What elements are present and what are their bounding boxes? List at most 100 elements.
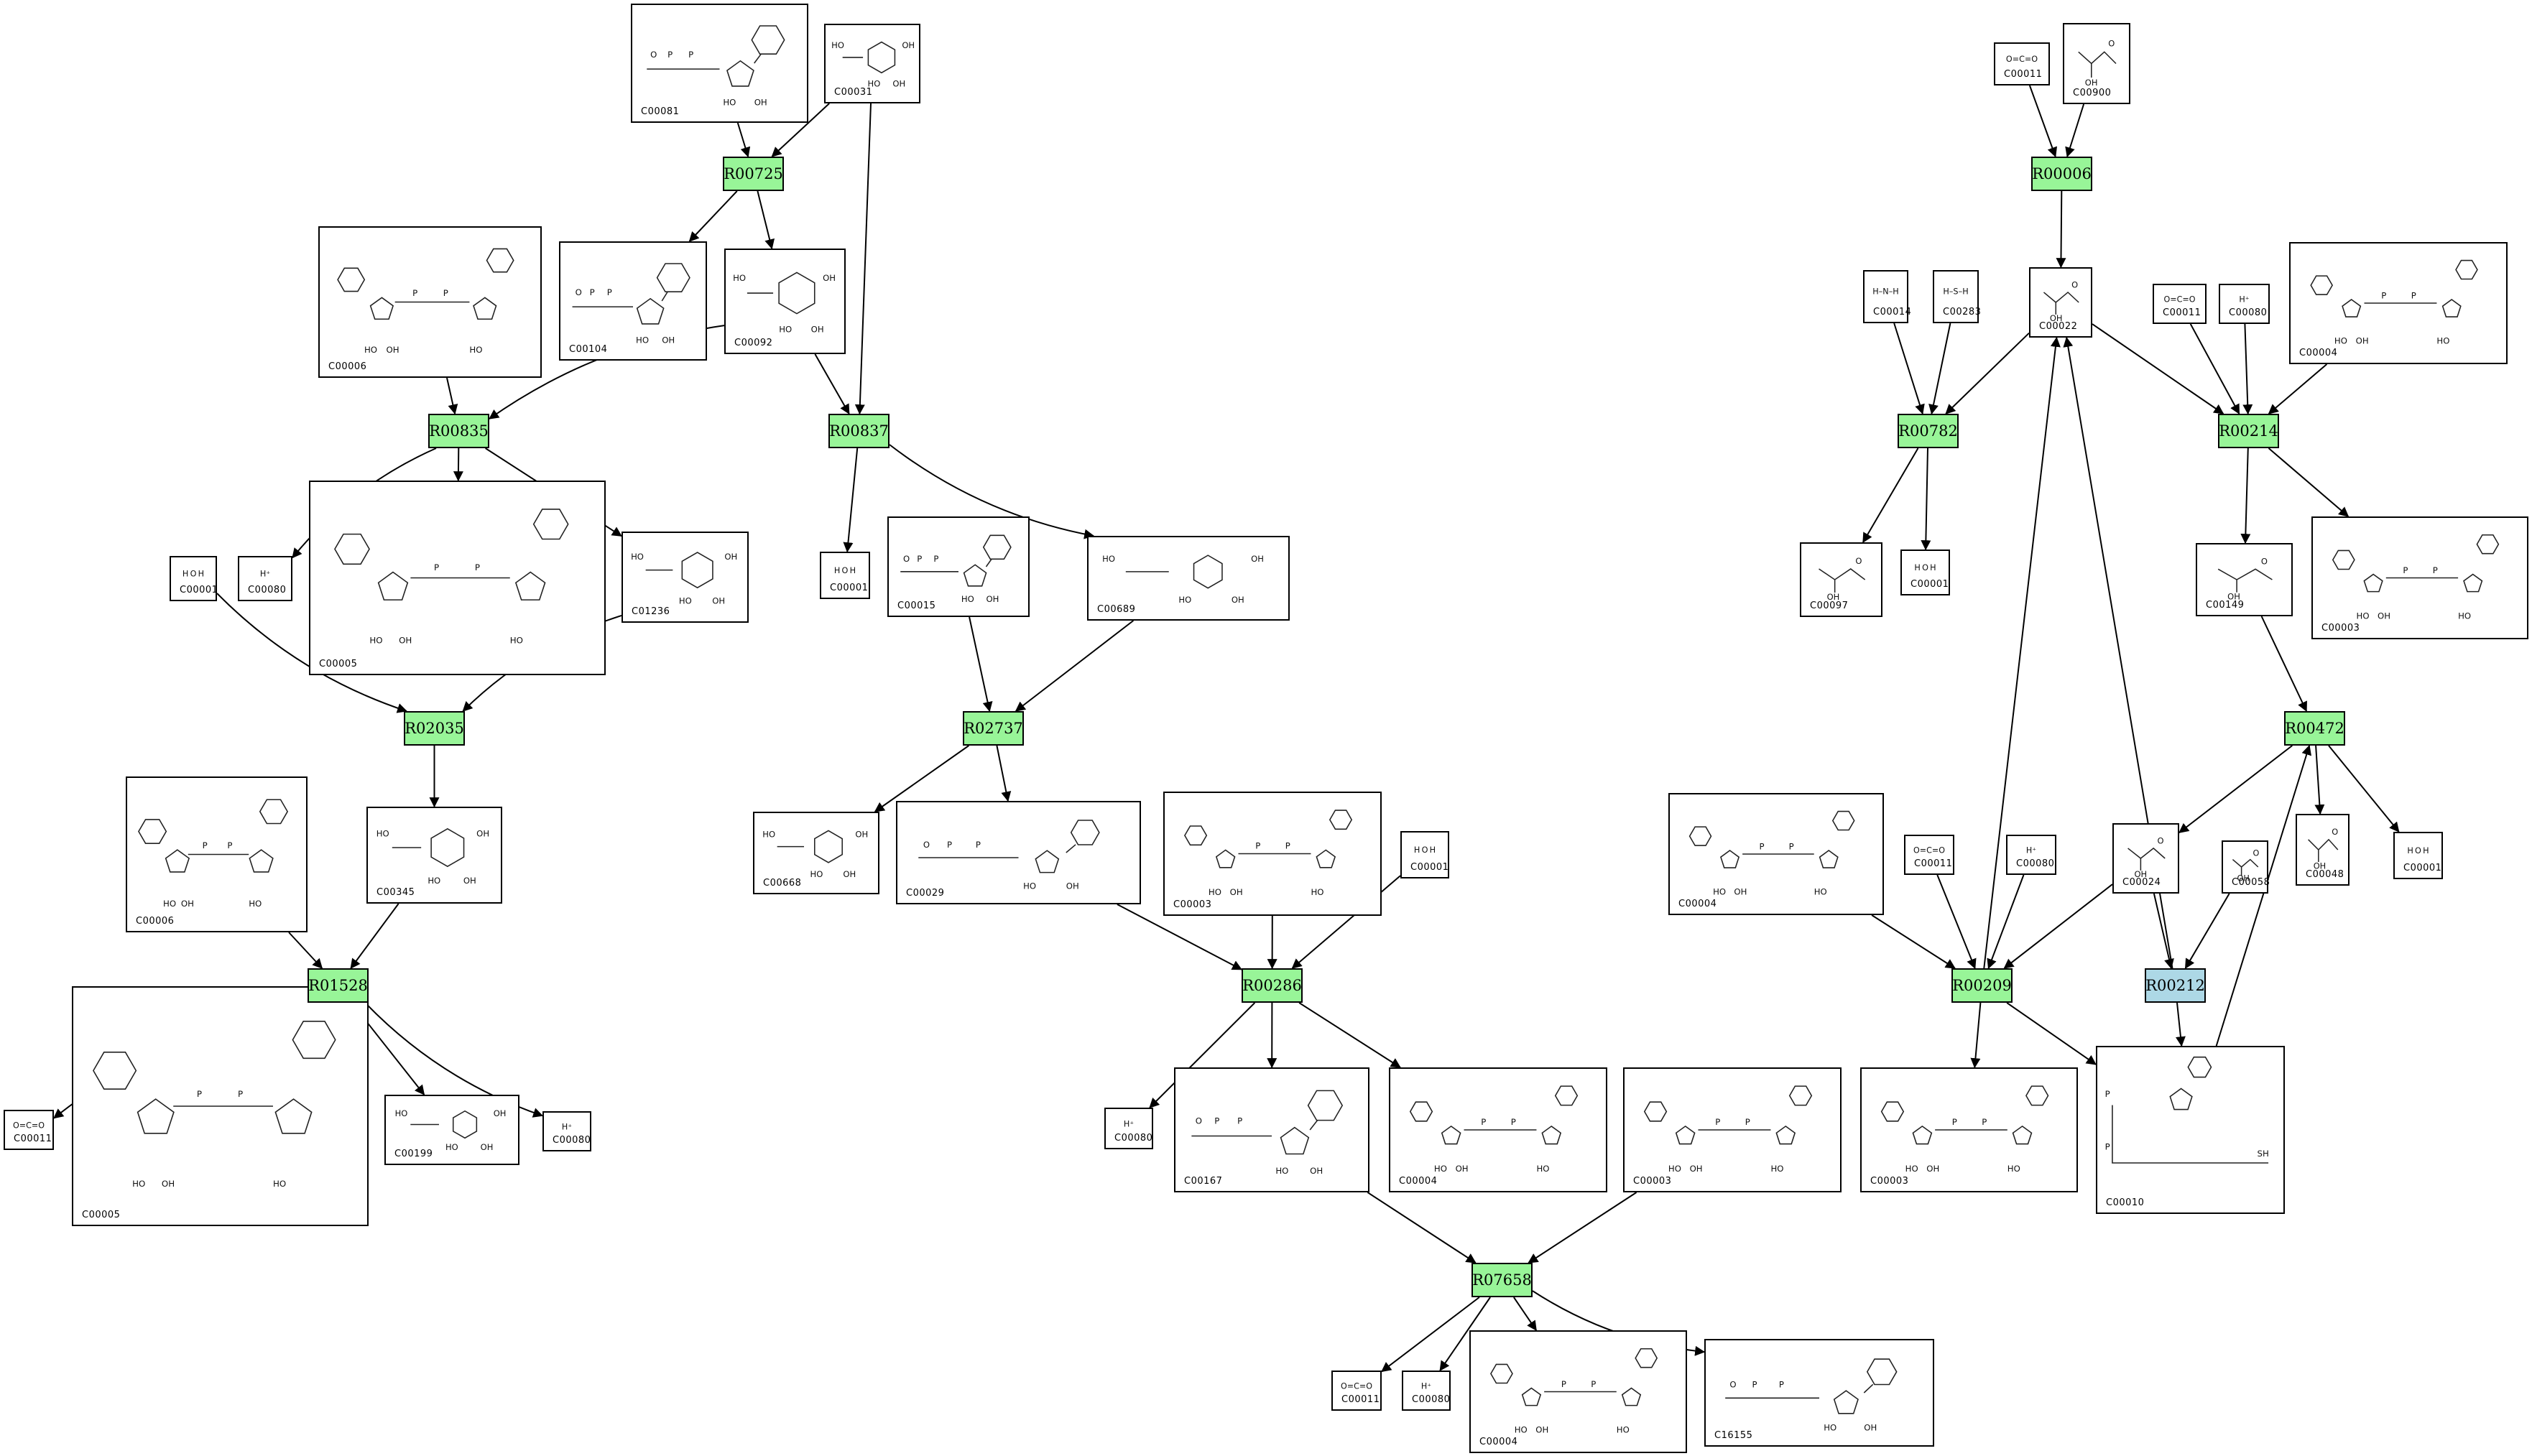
svg-text:HO: HO xyxy=(273,1179,286,1189)
svg-text:O: O xyxy=(2158,835,2164,845)
compound-C00080[interactable]: H⁺C00080 xyxy=(1104,1108,1153,1149)
reaction-R00286[interactable]: R00286 xyxy=(1242,968,1303,1003)
svg-text:H⁺: H⁺ xyxy=(1421,1381,1431,1391)
svg-text:O=C=O: O=C=O xyxy=(2164,295,2196,304)
compound-id: C00005 xyxy=(82,1210,121,1220)
compound-id: C00004 xyxy=(2299,348,2338,358)
svg-text:HO: HO xyxy=(1311,887,1323,897)
reaction-R00209[interactable]: R00209 xyxy=(1951,968,2013,1003)
compound-id: C00011 xyxy=(2163,307,2201,318)
compound-C00080[interactable]: H⁺C00080 xyxy=(238,556,292,601)
compound-id: C00149 xyxy=(2206,600,2245,611)
compound-C00080[interactable]: H⁺C00080 xyxy=(1402,1371,1451,1411)
svg-text:P: P xyxy=(1982,1117,1987,1127)
reaction-R00212[interactable]: R00212 xyxy=(2145,968,2206,1003)
compound-id: C00080 xyxy=(2229,307,2268,318)
structure-icon: H⁺ xyxy=(2239,295,2249,304)
svg-text:HO: HO xyxy=(1515,1424,1528,1434)
compound-id: C00097 xyxy=(1810,601,1849,611)
compound-id: C00015 xyxy=(897,601,936,611)
compound-C00080[interactable]: H⁺C00080 xyxy=(2006,835,2056,875)
svg-text:OH: OH xyxy=(1864,1423,1877,1433)
reaction-R07658[interactable]: R07658 xyxy=(1471,1263,1533,1297)
reaction-R02035[interactable]: R02035 xyxy=(404,711,465,746)
reaction-R00782[interactable]: R00782 xyxy=(1898,414,1959,448)
reaction-R00472[interactable]: R00472 xyxy=(2284,711,2345,746)
svg-text:P: P xyxy=(238,1089,243,1099)
compound-C00080[interactable]: H⁺C00080 xyxy=(542,1111,591,1151)
compound-id: C00005 xyxy=(319,659,358,669)
compound-id: C00014 xyxy=(1873,307,1912,317)
reaction-R00006[interactable]: R00006 xyxy=(2031,157,2092,191)
reaction-R00837[interactable]: R00837 xyxy=(828,414,890,448)
svg-text:P: P xyxy=(1745,1117,1750,1127)
svg-text:P: P xyxy=(2105,1142,2110,1152)
svg-text:OH: OH xyxy=(855,829,868,839)
svg-text:OH: OH xyxy=(476,828,489,838)
reaction-R00725[interactable]: R00725 xyxy=(723,157,784,191)
svg-text:P: P xyxy=(1779,1380,1784,1390)
compound-C00080[interactable]: H⁺ C00080 xyxy=(2219,284,2270,324)
reaction-R02737[interactable]: R02737 xyxy=(963,711,1024,746)
edge-c_C00014-R00782 xyxy=(1893,323,1925,415)
svg-text:P: P xyxy=(1752,1380,1757,1390)
compound-C00011[interactable]: O=C=O C00011 xyxy=(2153,284,2207,324)
svg-text:HO: HO xyxy=(810,869,823,879)
svg-text:OH: OH xyxy=(1734,886,1747,896)
compound-id: C00001 xyxy=(830,583,869,593)
svg-text:OH: OH xyxy=(1251,554,1264,564)
svg-text:OH: OH xyxy=(986,594,999,604)
svg-text:P: P xyxy=(1481,1117,1486,1127)
svg-text:P: P xyxy=(1952,1117,1957,1127)
reaction-R00214[interactable]: R00214 xyxy=(2218,414,2279,448)
reaction-R01528[interactable]: R01528 xyxy=(308,968,369,1003)
reaction-R00835[interactable]: R00835 xyxy=(428,414,489,448)
